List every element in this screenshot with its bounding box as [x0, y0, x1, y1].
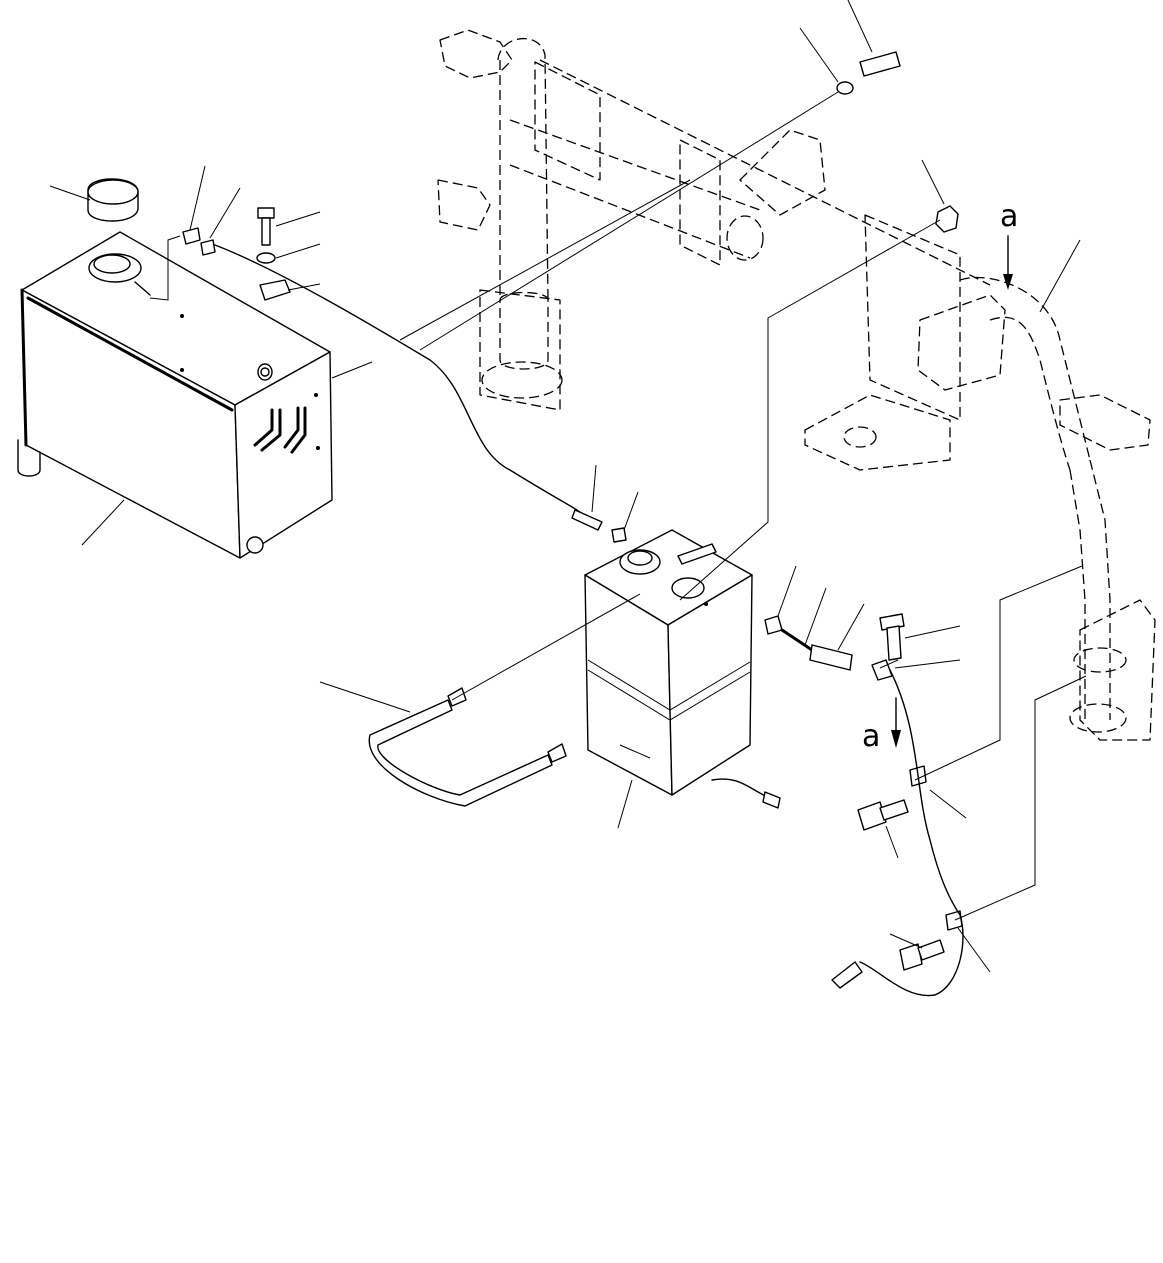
hose-clamp-1	[611, 527, 627, 543]
washer-hose	[214, 244, 581, 513]
hose-joint	[571, 509, 603, 531]
washer-tank	[17, 178, 333, 559]
view-arrow-a-top	[1003, 235, 1013, 290]
view-label-a-top: a	[1000, 199, 1018, 234]
leader-lines	[49, 0, 1087, 973]
washer-reservoir	[584, 529, 781, 809]
cab-frame	[437, 29, 1156, 741]
tank-fasteners	[149, 207, 291, 301]
nozzle-piping	[764, 613, 964, 997]
mounting-band	[368, 687, 567, 807]
view-arrow-a-bottom	[891, 697, 901, 748]
view-label-a-bottom: a	[862, 719, 880, 754]
hardware	[260, 51, 959, 377]
